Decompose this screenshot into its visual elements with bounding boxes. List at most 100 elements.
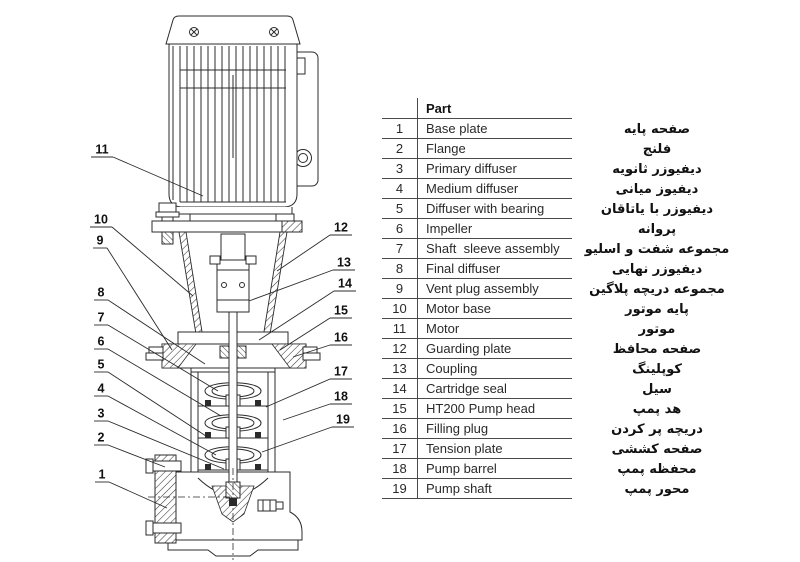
callout-leader-line <box>107 348 222 417</box>
callout-leader-line <box>276 234 331 272</box>
part-name-en: Flange <box>426 141 466 156</box>
part-name-fa: مجموعه دریچه پلاگین <box>589 281 725 297</box>
callout-leader-line <box>107 395 217 456</box>
part-number: 10 <box>382 299 418 318</box>
callout-number: 4 <box>98 382 105 396</box>
part-name-fa: کوپلینگ <box>632 361 682 377</box>
part-name-fa: پایه موتور <box>625 301 689 317</box>
part-name-en: Primary diffuser <box>426 161 517 176</box>
callout-11: 11 <box>91 143 204 197</box>
callout-6: 6 <box>94 335 222 417</box>
callout-12: 12 <box>276 221 352 272</box>
part-name-en: Coupling <box>426 361 478 376</box>
callout-leader-line <box>107 371 210 439</box>
table-row: 14 Cartridge seal سیل <box>382 379 754 399</box>
callout-leader-line <box>279 317 331 351</box>
callout-leader-line <box>282 403 331 421</box>
part-name-en: Filling plug <box>426 421 489 436</box>
part-name-fa: صفحه کششی <box>611 441 703 457</box>
part-number: 17 <box>382 439 418 458</box>
stud-bolt-icon <box>155 202 180 245</box>
motor-base-lantern <box>178 231 288 341</box>
callout-leader-line <box>248 269 334 302</box>
coupling <box>209 233 257 313</box>
callout-leader-line <box>258 290 335 341</box>
part-name-fa: مجموعه شفت و اسلیو <box>584 241 730 257</box>
callout-number: 7 <box>98 311 105 325</box>
part-name-en: Base plate <box>426 121 488 136</box>
part-number: 13 <box>382 359 418 378</box>
part-number: 14 <box>382 379 418 398</box>
callout-19: 19 <box>261 413 354 453</box>
callout-number: 19 <box>336 413 350 427</box>
callout-17: 17 <box>265 365 352 408</box>
callout-5: 5 <box>94 358 210 439</box>
callout-number: 15 <box>334 304 348 318</box>
drain-plug-icon <box>257 499 284 512</box>
callout-number: 12 <box>334 221 348 235</box>
part-name-fa: دیفیوزر نهایی <box>611 261 703 277</box>
part-number: 8 <box>382 259 418 278</box>
part-name-fa: سیل <box>642 381 672 397</box>
callout-8: 8 <box>94 286 206 365</box>
callout-3: 3 <box>94 407 225 470</box>
callout-number: 14 <box>338 277 352 291</box>
table-row: 8 Final diffuser دیفیوزر نهایی <box>382 259 754 279</box>
callout-leader-line <box>107 444 166 468</box>
callout-number: 8 <box>98 286 105 300</box>
header-number-cell <box>382 98 418 118</box>
part-number: 9 <box>382 279 418 298</box>
motor <box>165 15 301 208</box>
part-name-en: Diffuser with bearing <box>426 201 545 216</box>
header-persian-cell <box>572 98 742 119</box>
part-name-fa: موتور <box>638 321 676 337</box>
part-number: 3 <box>382 159 418 178</box>
part-name-en: Final diffuser <box>426 261 501 276</box>
cap-screw-icon <box>189 27 199 37</box>
part-name-en: Motor base <box>426 301 492 316</box>
callout-7: 7 <box>94 311 219 392</box>
part-number: 19 <box>382 479 418 498</box>
callout-10: 10 <box>90 213 194 297</box>
part-number: 7 <box>382 239 418 258</box>
callout-number: 9 <box>97 234 104 248</box>
callout-leader-line <box>112 156 204 197</box>
part-number: 11 <box>382 319 418 338</box>
motor-fins <box>179 46 286 203</box>
table-row: 10 Motor base پایه موتور <box>382 299 754 319</box>
callout-number: 16 <box>334 331 348 345</box>
table-row: 13 Coupling کوپلینگ <box>382 359 754 379</box>
part-name-en: Vent plug assembly <box>426 281 539 296</box>
callout-number: 13 <box>337 256 351 270</box>
callout-number: 6 <box>98 335 105 349</box>
part-number: 4 <box>382 179 418 198</box>
part-name-fa: صفحه محافظ <box>612 341 702 357</box>
part-name-fa: فلنج <box>642 141 672 157</box>
part-name-fa: دیفیوزر با یاتاقان <box>600 201 714 217</box>
callout-16: 16 <box>292 331 352 358</box>
callout-leader-line <box>107 420 225 470</box>
callout-leader-line <box>261 426 333 453</box>
callout-9: 9 <box>93 234 173 351</box>
part-number: 18 <box>382 459 418 478</box>
callout-leader-line <box>111 226 194 297</box>
part-name-en: Medium diffuser <box>426 181 519 196</box>
part-name-en: Cartridge seal <box>426 381 507 396</box>
part-name-fa: دریچه پر کردن <box>611 421 703 437</box>
callout-number: 10 <box>94 213 108 227</box>
callout-number: 18 <box>334 390 348 404</box>
part-name-fa: صفحه پایه <box>623 121 691 137</box>
